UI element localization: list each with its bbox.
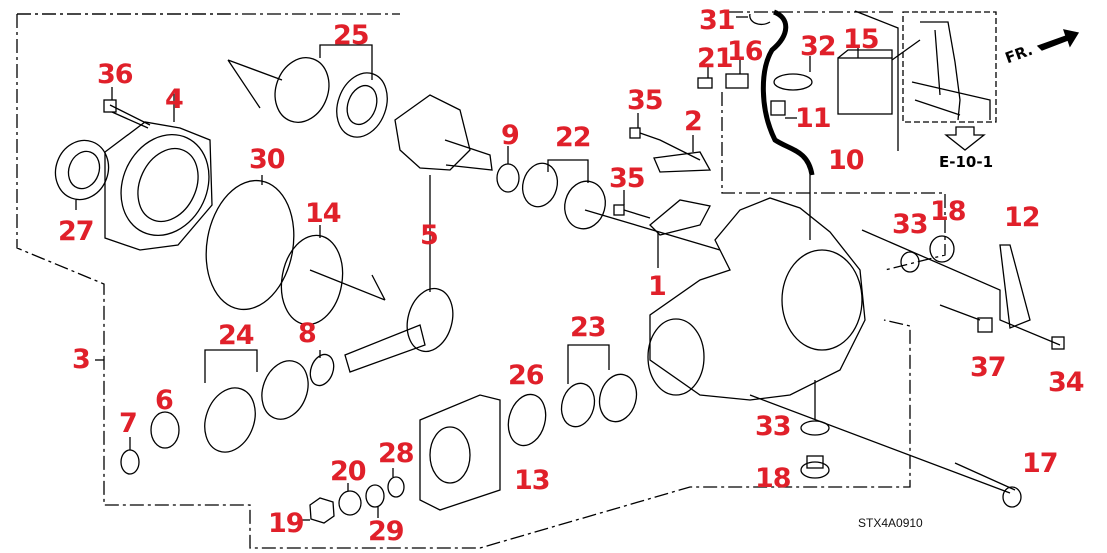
- callout-29[interactable]: 29: [368, 516, 405, 547]
- callout-27[interactable]: 27: [58, 216, 95, 247]
- reference-label[interactable]: E-10-1: [939, 153, 994, 171]
- callout-28[interactable]: 28: [378, 438, 415, 469]
- diagram-code: STX4A0910: [858, 516, 923, 530]
- callout-18-bottom[interactable]: 18: [755, 463, 792, 494]
- callout-37[interactable]: 37: [970, 352, 1007, 383]
- callout-22[interactable]: 22: [555, 122, 592, 153]
- callout-21[interactable]: 21: [697, 43, 734, 74]
- callout-6[interactable]: 6: [155, 385, 174, 416]
- callout-14[interactable]: 14: [305, 198, 342, 229]
- callout-11[interactable]: 11: [795, 103, 832, 134]
- callout-2[interactable]: 2: [684, 106, 703, 137]
- callout-35-top[interactable]: 35: [627, 85, 664, 116]
- front-arrow: [1036, 29, 1080, 51]
- callout-23[interactable]: 23: [570, 312, 607, 343]
- housing: [649, 197, 866, 401]
- callout-1[interactable]: 1: [648, 271, 667, 302]
- callout-9[interactable]: 9: [501, 120, 520, 151]
- callout-7[interactable]: 7: [119, 408, 138, 439]
- callout-32[interactable]: 32: [800, 31, 837, 62]
- callout-30[interactable]: 30: [249, 144, 286, 175]
- callout-17[interactable]: 17: [1022, 448, 1059, 479]
- callout-4[interactable]: 4: [165, 84, 184, 115]
- callout-36[interactable]: 36: [97, 59, 134, 90]
- callout-5[interactable]: 5: [420, 220, 439, 251]
- callout-3[interactable]: 3: [72, 344, 91, 375]
- callout-26[interactable]: 26: [508, 360, 545, 391]
- callout-19[interactable]: 19: [268, 508, 305, 539]
- callout-10[interactable]: 10: [828, 145, 865, 176]
- callout-16[interactable]: 16: [727, 36, 764, 67]
- callout-13[interactable]: 13: [514, 465, 551, 496]
- reference-arrow: [944, 126, 986, 151]
- callout-31[interactable]: 31: [699, 5, 736, 36]
- callout-20[interactable]: 20: [330, 456, 367, 487]
- callout-25[interactable]: 25: [333, 20, 370, 51]
- callout-8[interactable]: 8: [298, 318, 317, 349]
- hose: [760, 9, 815, 176]
- callout-15[interactable]: 15: [843, 24, 880, 55]
- callout-33-top[interactable]: 33: [892, 209, 929, 240]
- callout-35-bottom[interactable]: 35: [609, 163, 646, 194]
- bracket-inset-box: [902, 11, 997, 123]
- callout-34[interactable]: 34: [1048, 367, 1085, 398]
- callout-12[interactable]: 12: [1004, 202, 1041, 233]
- callout-18-top[interactable]: 18: [930, 196, 967, 227]
- callout-33-bottom[interactable]: 33: [755, 411, 792, 442]
- callout-24[interactable]: 24: [218, 320, 255, 351]
